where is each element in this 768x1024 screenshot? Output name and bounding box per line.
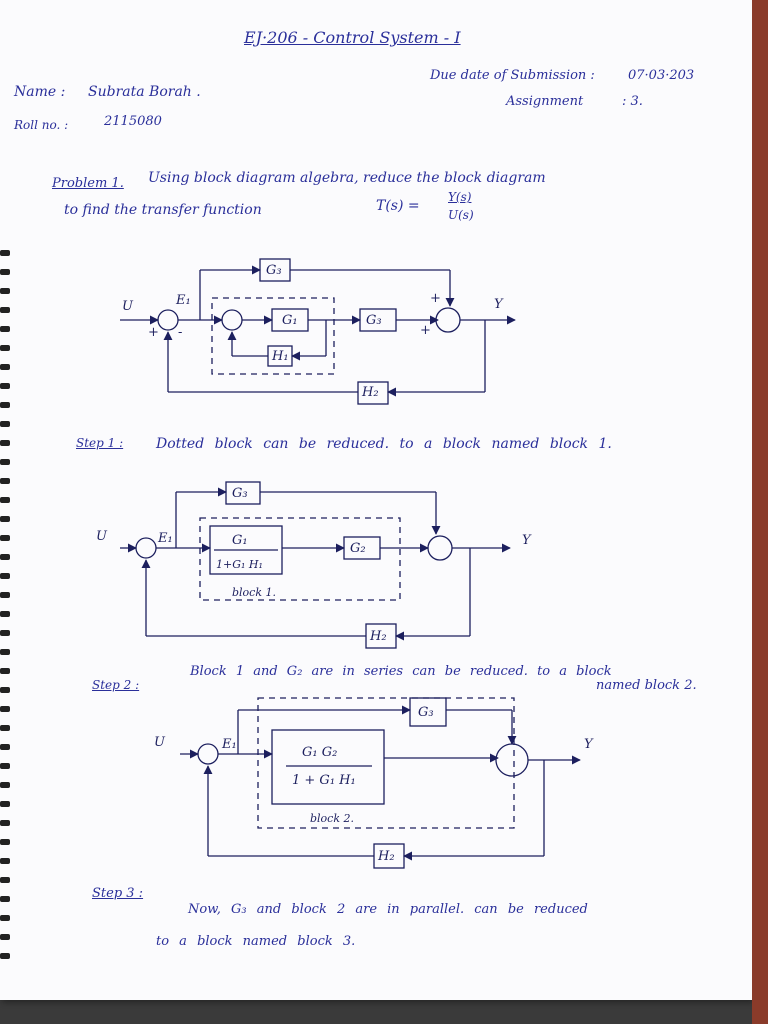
tf-lhs: T(s) = <box>376 198 420 214</box>
d2-summing-junction-1 <box>135 537 157 559</box>
d3-g3-label: G₃ <box>418 705 434 720</box>
d1-g3-label: G₃ <box>266 263 282 278</box>
due-value: 07·03·203 <box>628 68 695 83</box>
d1-e1-label: E₁ <box>175 293 191 308</box>
d1-minus-1: - <box>178 325 182 340</box>
diagram-1 <box>120 258 516 405</box>
d3-y-label: Y <box>584 737 594 752</box>
d1-h1-label: H₁ <box>271 349 289 364</box>
problem-label: Problem 1. <box>52 176 124 191</box>
d1-g1-label: G₁ <box>282 313 298 328</box>
d3-u-label: U <box>154 735 166 750</box>
h2-block <box>357 381 389 405</box>
d2-u-label: U <box>96 529 108 544</box>
step2-text2: named block 2. <box>596 678 697 693</box>
problem-line2: to find the transfer function <box>64 202 262 218</box>
block-diagrams: U E₁ Y G₁ G₃ G₃ H₁ H₂ + - + + <box>96 258 594 869</box>
d2-e1-label: E₁ <box>157 531 173 546</box>
d3-g3-block <box>409 697 447 727</box>
tf-den: U(s) <box>448 208 474 222</box>
course-title: EJ·206 - Control System - I <box>244 28 461 47</box>
due-label: Due date of Submission : <box>430 68 595 83</box>
d2-y-label: Y <box>522 533 532 548</box>
step2-text1: Block 1 and G₂ are in series can be redu… <box>190 664 612 679</box>
block2-num: G₁ G₂ <box>302 745 337 760</box>
tf-num: Y(s) <box>448 190 472 204</box>
d3-h2-label: H₂ <box>377 849 395 864</box>
step2-label: Step 2 : <box>92 678 140 692</box>
d2-g3-block <box>225 481 261 505</box>
d3-e1-label: E₁ <box>221 737 237 752</box>
block1-num: G₁ <box>232 533 248 548</box>
d1-y-label: Y <box>494 297 504 312</box>
block-1 <box>209 525 283 575</box>
summing-junction-2 <box>221 309 243 331</box>
d1-plus-3: + <box>420 323 431 338</box>
step3-text1: Now, G₃ and block 2 are in parallel. can… <box>188 902 588 917</box>
d1-g2-label: G₃ <box>366 313 382 328</box>
summing-junction-1 <box>157 309 179 331</box>
background-edge <box>752 0 768 1024</box>
d1-plus-2: + <box>430 291 441 306</box>
d1-u-label: U <box>122 299 134 314</box>
block1-caption: block 1. <box>232 586 276 599</box>
d2-g3-label: G₃ <box>232 486 248 501</box>
summing-junction-3 <box>435 307 461 333</box>
d3-summing-junction-1 <box>197 743 219 765</box>
name-value: Subrata Borah . <box>88 84 201 100</box>
block2-caption: block 2. <box>310 812 354 825</box>
roll-label: Roll no. : <box>14 118 69 132</box>
diagram-3 <box>180 697 581 869</box>
d2-h2-label: H₂ <box>369 629 387 644</box>
block1-den: 1+G₁ H₁ <box>216 558 263 571</box>
step3-text2: to a block named block 3. <box>156 934 356 949</box>
step1-text: Dotted block can be reduced. to a block … <box>156 436 612 452</box>
d2-summing-junction-2 <box>427 535 453 561</box>
step1-label: Step 1 : <box>76 436 124 450</box>
d3-summing-junction-2 <box>495 743 529 777</box>
notebook-spiral <box>0 250 10 972</box>
name-label: Name : <box>14 84 66 100</box>
d1-h2-label: H₂ <box>361 385 379 400</box>
d2-g2-label: G₂ <box>350 541 366 556</box>
d1-plus-1: + <box>148 325 159 340</box>
notebook-page: EJ·206 - Control System - I Name : Subra… <box>0 0 752 1000</box>
roll-value: 2115080 <box>104 114 162 129</box>
step3-label: Step 3 : <box>92 886 144 901</box>
assignment-value: : 3. <box>622 94 643 109</box>
diagram-2 <box>120 481 511 649</box>
block2-den: 1 + G₁ H₁ <box>292 773 356 788</box>
block-2 <box>271 729 385 805</box>
problem-line1: Using block diagram algebra, reduce the … <box>148 170 546 186</box>
assignment-label: Assignment <box>506 94 584 109</box>
